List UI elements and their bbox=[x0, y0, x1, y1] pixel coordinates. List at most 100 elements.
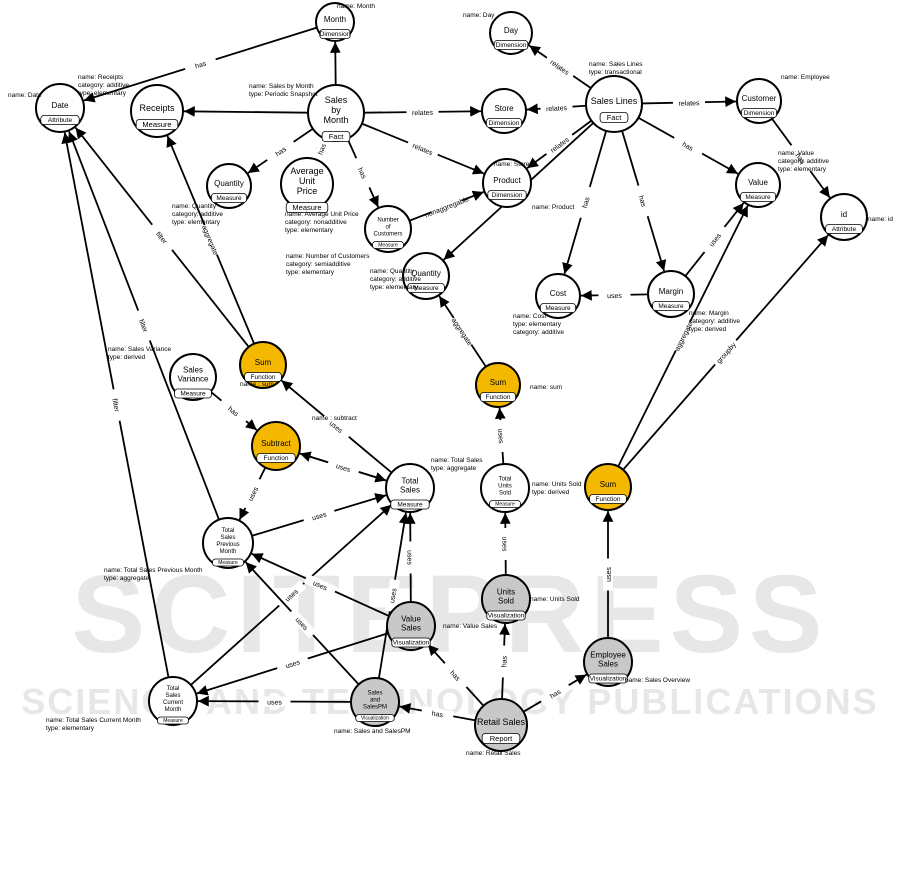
annotation-line: type: derived bbox=[689, 326, 727, 333]
edge-valuesales-totalsales: uses bbox=[404, 512, 416, 603]
node-type-label: Measure bbox=[545, 305, 571, 312]
edge-sum1-date: filter bbox=[74, 127, 250, 348]
edge-label: filter bbox=[110, 398, 119, 413]
node-type-label: Fact bbox=[607, 113, 623, 122]
node-label: Retail Sales bbox=[477, 717, 526, 727]
node-type-badge bbox=[740, 192, 777, 202]
node-label: Margin bbox=[659, 287, 683, 296]
edge-saleslines-cost: has bbox=[562, 130, 608, 275]
edge-label: uses bbox=[405, 550, 412, 565]
edge-label: has bbox=[582, 196, 592, 209]
node-label: Cost bbox=[550, 289, 567, 298]
edge-salesandsalespm-totalsales: uses bbox=[377, 512, 410, 679]
node-type-badge bbox=[174, 388, 212, 399]
edge-month-date: has bbox=[83, 26, 318, 103]
node-type-badge bbox=[588, 673, 628, 684]
annotation-line: name: Sales Variance bbox=[108, 346, 171, 353]
node-type-label: Visualization bbox=[361, 716, 389, 722]
node-type-label: Visualization bbox=[590, 676, 627, 683]
node-type-badge bbox=[825, 224, 863, 234]
annotation-line: name: Employee bbox=[781, 74, 830, 81]
annotation-line: type: aggregate bbox=[431, 465, 477, 472]
edge-label-bg bbox=[199, 223, 222, 257]
node-type-badge bbox=[355, 714, 395, 722]
annotation-line: name: Number of Customers bbox=[286, 253, 370, 260]
edge-sum3-id: groupby bbox=[622, 234, 829, 471]
edge-label-bg bbox=[384, 578, 400, 613]
edge-label-bg bbox=[287, 608, 317, 639]
annotation: name: Store bbox=[494, 161, 530, 168]
annotation-line: name: Store bbox=[494, 161, 530, 168]
annotation-line: name: Margin bbox=[689, 310, 729, 317]
node-type-label: Dimension bbox=[496, 42, 527, 49]
edge-salesandsalespm-tscurrmonth: uses bbox=[197, 695, 352, 707]
edge-label-bg bbox=[148, 221, 176, 253]
edge-sum3-value: aggregate bbox=[617, 205, 749, 467]
edge-label-bg bbox=[240, 477, 265, 511]
node-type-badge bbox=[210, 193, 247, 203]
annotation-line: type: elementary bbox=[172, 219, 221, 226]
annotation-line: category: additive bbox=[78, 82, 129, 89]
node-label: Store bbox=[494, 104, 514, 113]
node-circle bbox=[364, 205, 412, 253]
node-type-badge bbox=[285, 202, 329, 213]
edge-numcustomers-product: nonaggregable bbox=[409, 190, 485, 222]
edge-saleslines-margin: has bbox=[621, 130, 667, 272]
edge-label-bg bbox=[495, 419, 508, 453]
node-type-label: Measure bbox=[378, 243, 398, 249]
edge-totalsales-subtract: uses bbox=[299, 451, 388, 482]
edge-totalsales-sum1: uses bbox=[280, 379, 393, 474]
node-type-badge bbox=[321, 131, 351, 142]
annotation-line: category: semiadditive bbox=[286, 261, 351, 268]
annotation: name: Value Sales bbox=[443, 623, 498, 630]
node-type-badge bbox=[652, 301, 690, 311]
node-circle bbox=[148, 676, 198, 726]
node-type-badge bbox=[212, 558, 244, 567]
edge-label: has bbox=[681, 141, 695, 153]
edge-margin-value: uses bbox=[684, 202, 745, 277]
annotation-line: name: Total Sales bbox=[431, 457, 483, 464]
annotation-line: name: Month bbox=[337, 3, 375, 10]
node-type-badge bbox=[244, 372, 282, 382]
edge-label-bg bbox=[497, 645, 510, 678]
